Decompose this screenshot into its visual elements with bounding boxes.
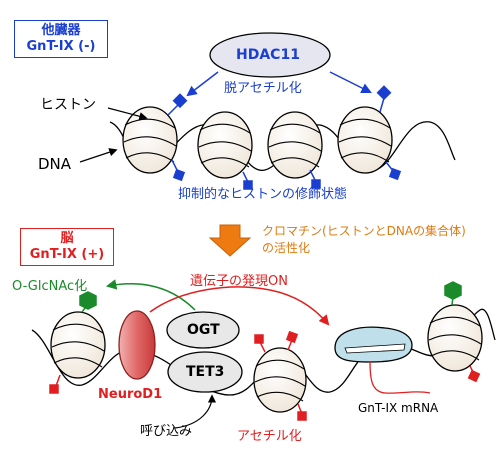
condition-box-top: 他臓器 GnT-IX (-)	[14, 20, 108, 58]
neurod1-ellipse	[118, 310, 156, 380]
nucleosome-top-4	[337, 106, 393, 174]
histone-label: ヒストン	[40, 97, 96, 113]
oglcnac-marks	[79, 281, 462, 313]
chromatin-activation-line1: クロマチン(ヒストンとDNAの集合体)	[262, 224, 466, 238]
nucleosome-bottom-1	[50, 311, 106, 379]
condition-box-bottom: 脳 GnT-IX (+)	[20, 228, 114, 266]
hdac-arrow-left	[186, 71, 219, 97]
mrna-strand	[369, 361, 431, 394]
hdac-arrow-right	[329, 71, 372, 93]
nucleosome-top-2	[197, 111, 253, 179]
expression-arrow	[149, 286, 330, 326]
dna-label: DNA	[38, 155, 72, 173]
ogt-label: OGT	[187, 322, 220, 338]
condition-bottom-line1: 脳	[60, 231, 74, 246]
tet3-ellipse	[167, 351, 243, 393]
mrna-label: GnT-IX mRNA	[358, 401, 439, 415]
histone-marks-top	[167, 85, 402, 190]
hdac11-label: HDAC11	[236, 47, 300, 63]
neurod1-label: NeuroD1	[98, 387, 163, 402]
nucleosome-top-3	[267, 111, 323, 179]
condition-top-line1: 他臓器	[41, 23, 81, 38]
nucleosome-top-1	[122, 106, 178, 174]
recruit-label: 呼び込み	[140, 424, 193, 439]
dna-label-arrow	[79, 148, 118, 163]
rna-polymerase	[334, 326, 413, 363]
oglcnac-label: O-GlcNAc化	[12, 279, 88, 294]
transition-arrow	[208, 224, 252, 257]
gene-expression-on-label: 遺伝子の発現ON	[190, 274, 288, 289]
hdac11-ellipse	[209, 32, 331, 78]
condition-top-line2: GnT-IX (-)	[26, 39, 96, 54]
histone-label-arrow	[107, 107, 148, 121]
chromatin-activation-line2: の活性化	[262, 241, 311, 255]
nucleosome-bottom-3	[427, 304, 483, 372]
repressive-state-caption: 抑制的なヒストンの修飾状態	[178, 187, 348, 202]
recruit-arrow	[174, 394, 217, 429]
tet3-label: TET3	[186, 364, 225, 380]
nucleosome-bottom-2	[253, 347, 307, 413]
ogt-ellipse	[166, 311, 240, 349]
acetyl-marks	[49, 330, 481, 421]
oglcnac-arrow	[105, 279, 196, 311]
condition-bottom-line2: GnT-IX (+)	[29, 247, 105, 262]
deacetylation-label: 脱アセチル化	[224, 81, 302, 96]
acetylation-label: アセチル化	[237, 429, 302, 444]
